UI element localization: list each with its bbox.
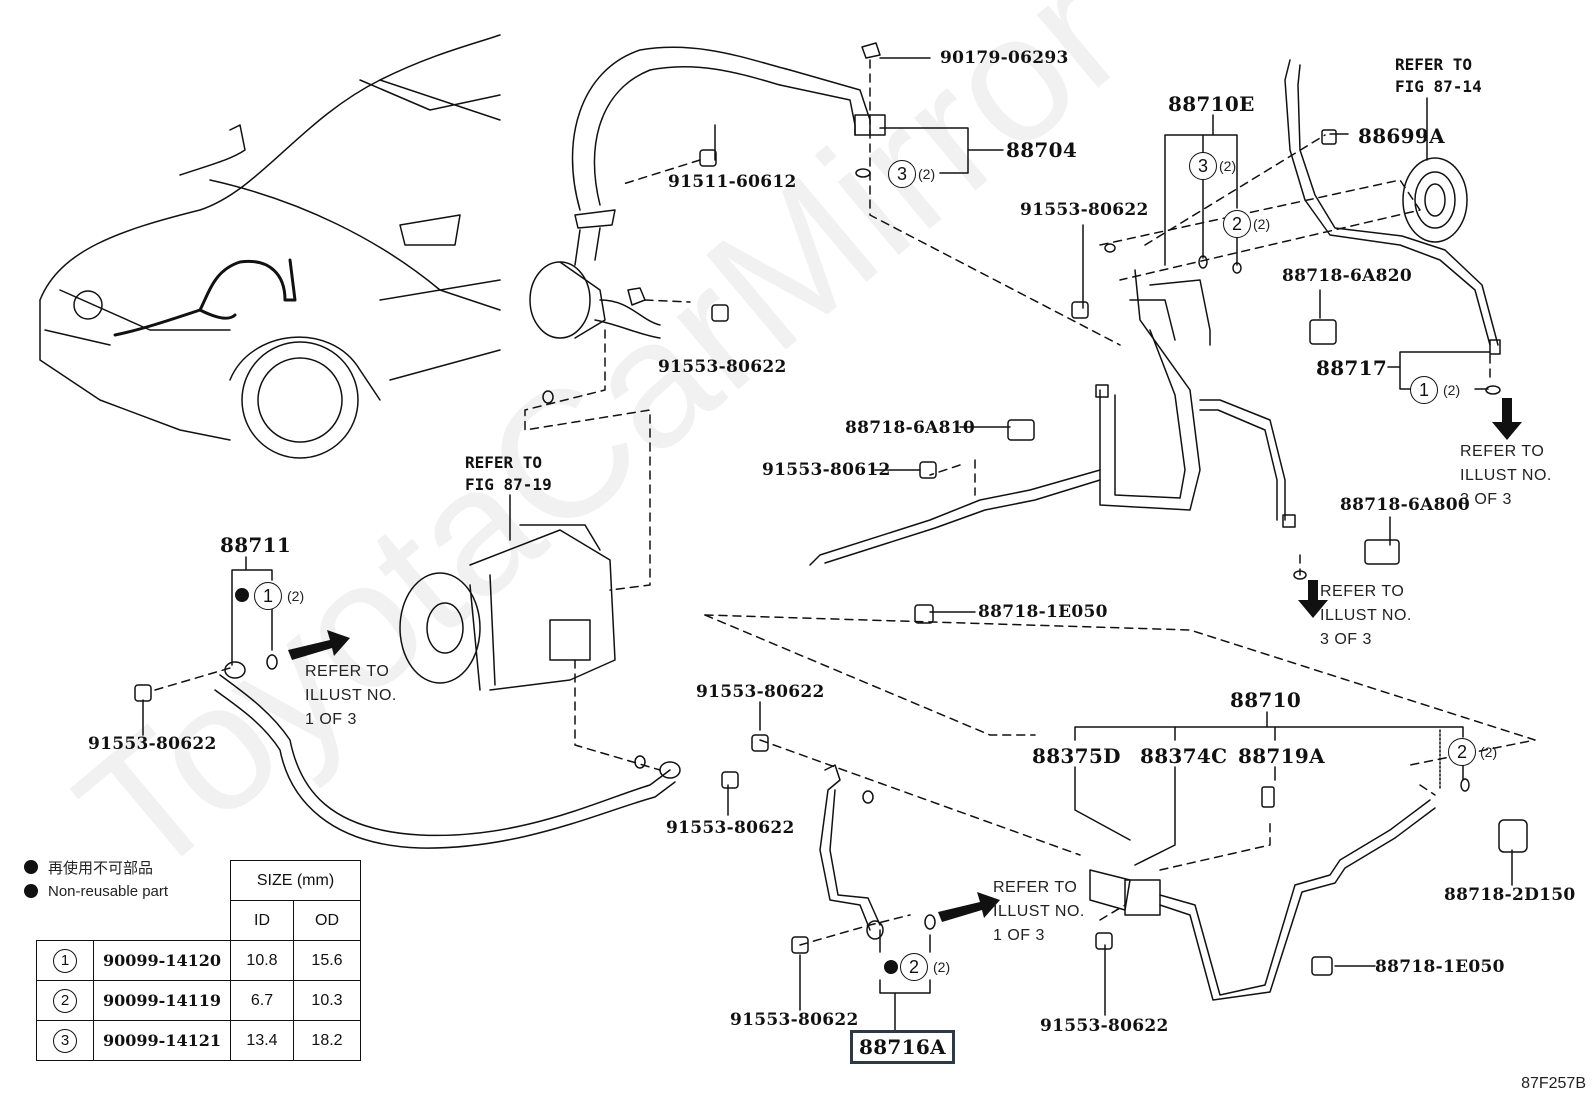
seal-index: 3 — [53, 1028, 77, 1053]
part-label-88718-1E050-b[interactable]: 88718-1E050 — [1375, 957, 1505, 977]
seal-id: 6.7 — [230, 980, 294, 1021]
qty-label: (2) — [1480, 744, 1498, 760]
non-reusable-dot-icon — [24, 884, 38, 898]
refer-fig-87-19[interactable]: REFER TO FIG 87-19 — [465, 453, 552, 494]
size-header: SIZE (mm) — [230, 860, 361, 901]
seal-index: 1 — [53, 948, 77, 973]
o-rings — [266, 168, 1501, 930]
seal-callout-3: 3 — [888, 160, 916, 188]
part-label-88375D[interactable]: 88375D — [1032, 744, 1121, 768]
table-row: 3 90099-14121 13.4 18.2 — [36, 1020, 361, 1061]
refer-illust-1-of-3-a[interactable]: REFER TO ILLUST NO. 1 OF 3 — [305, 663, 397, 728]
refer-illust-3-of-3-b[interactable]: REFER TO ILLUST NO. 3 OF 3 — [1320, 583, 1412, 648]
qty-label: (2) — [1253, 216, 1271, 232]
seal-part-number[interactable]: 90099-14121 — [93, 1020, 231, 1061]
refer-arrows — [288, 398, 1522, 922]
part-label-91553-80622-e[interactable]: 91553-80622 — [666, 818, 795, 838]
seal-part-number[interactable]: 90099-14120 — [93, 940, 231, 981]
part-label-91553-80622-b[interactable]: 91553-80622 — [1020, 200, 1149, 220]
table-row: 1 90099-14120 10.8 15.6 — [36, 940, 361, 981]
seal-od: 10.3 — [293, 980, 361, 1021]
seal-size-table: SIZE (mm) ID OD 1 90099-14120 10.8 15.6 … — [36, 860, 361, 1061]
legend: 再使用不可部品 Non-reusable part — [24, 855, 168, 903]
compressor-illustration — [399, 524, 616, 691]
part-label-88718-2D150[interactable]: 88718-2D150 — [1444, 885, 1576, 905]
seal-callout-2: 2 — [900, 953, 928, 981]
seal-callout-2: 2 — [1448, 738, 1476, 766]
vehicle-illustration — [39, 34, 501, 459]
condenser-pipes — [809, 59, 1499, 566]
part-label-91553-80612[interactable]: 91553-80612 — [762, 460, 891, 480]
non-reusable-dot-icon — [24, 860, 38, 874]
qty-label: (2) — [1443, 382, 1461, 398]
part-label-88718-6A820[interactable]: 88718-6A820 — [1282, 266, 1413, 286]
seal-callout-1: 1 — [1410, 376, 1438, 404]
part-label-88717[interactable]: 88717 — [1316, 356, 1388, 380]
part-label-91553-80622-a[interactable]: 91553-80622 — [658, 357, 787, 377]
part-label-91553-80622-c[interactable]: 91553-80622 — [88, 734, 217, 754]
part-label-88710E[interactable]: 88710E — [1168, 92, 1255, 116]
seal-callout-1: 1 — [254, 582, 282, 610]
part-label-90179-06293[interactable]: 90179-06293 — [940, 48, 1069, 68]
part-label-88718-1E050-a[interactable]: 88718-1E050 — [978, 602, 1108, 622]
figure-id: 87F257B — [1521, 1075, 1586, 1092]
part-label-88718-6A810[interactable]: 88718-6A810 — [845, 418, 976, 438]
part-label-88711[interactable]: 88711 — [220, 533, 292, 557]
refer-fig-87-14[interactable]: REFER TO FIG 87-14 — [1395, 55, 1482, 96]
part-label-88718-6A800[interactable]: 88718-6A800 — [1340, 495, 1471, 515]
seal-od: 15.6 — [293, 940, 361, 981]
seal-part-number[interactable]: 90099-14119 — [93, 980, 231, 1021]
col-id: ID — [230, 900, 294, 941]
part-label-91553-80622-g[interactable]: 91553-80622 — [730, 1010, 859, 1030]
part-label-88699A[interactable]: 88699A — [1358, 124, 1445, 148]
part-label-88710[interactable]: 88710 — [1230, 688, 1302, 712]
refer-illust-1-of-3-b[interactable]: REFER TO ILLUST NO. 1 OF 3 — [993, 879, 1085, 944]
seal-od: 18.2 — [293, 1020, 361, 1061]
part-label-88716A-highlighted[interactable]: 88716A — [850, 1030, 955, 1064]
seal-index: 2 — [53, 988, 77, 1013]
fasteners — [134, 129, 1528, 976]
legend-jp: 再使用不可部品 — [48, 859, 154, 877]
non-reusable-marker — [235, 588, 249, 602]
seal-callout-3: 3 — [1189, 152, 1217, 180]
suction-hose-assembly — [529, 42, 886, 339]
liquid-pipe-88710 — [1089, 799, 1436, 1001]
part-label-88704[interactable]: 88704 — [1006, 138, 1078, 162]
non-reusable-marker — [884, 960, 898, 974]
part-label-88374C[interactable]: 88374C — [1140, 744, 1228, 768]
qty-label: (2) — [287, 588, 305, 604]
seal-id: 10.8 — [230, 940, 294, 981]
part-label-91553-80622-d[interactable]: 91553-80622 — [696, 682, 825, 702]
qty-label: (2) — [933, 959, 951, 975]
table-row: 2 90099-14119 6.7 10.3 — [36, 980, 361, 1021]
qty-label: (2) — [918, 166, 936, 182]
part-label-91553-80622-f[interactable]: 91553-80622 — [1040, 1016, 1169, 1036]
qty-label: (2) — [1219, 158, 1237, 174]
col-od: OD — [293, 900, 361, 941]
leader-lines — [142, 57, 1513, 1031]
refer-illust-3-of-3-a[interactable]: REFER TO ILLUST NO. 3 OF 3 — [1460, 443, 1552, 508]
part-label-91511-60612[interactable]: 91511-60612 — [668, 172, 797, 192]
part-label-88719A[interactable]: 88719A — [1238, 744, 1325, 768]
legend-en: Non-reusable part — [48, 882, 169, 900]
discharge-hose — [214, 661, 681, 849]
seal-callout-2: 2 — [1223, 210, 1251, 238]
seal-id: 13.4 — [230, 1020, 294, 1061]
